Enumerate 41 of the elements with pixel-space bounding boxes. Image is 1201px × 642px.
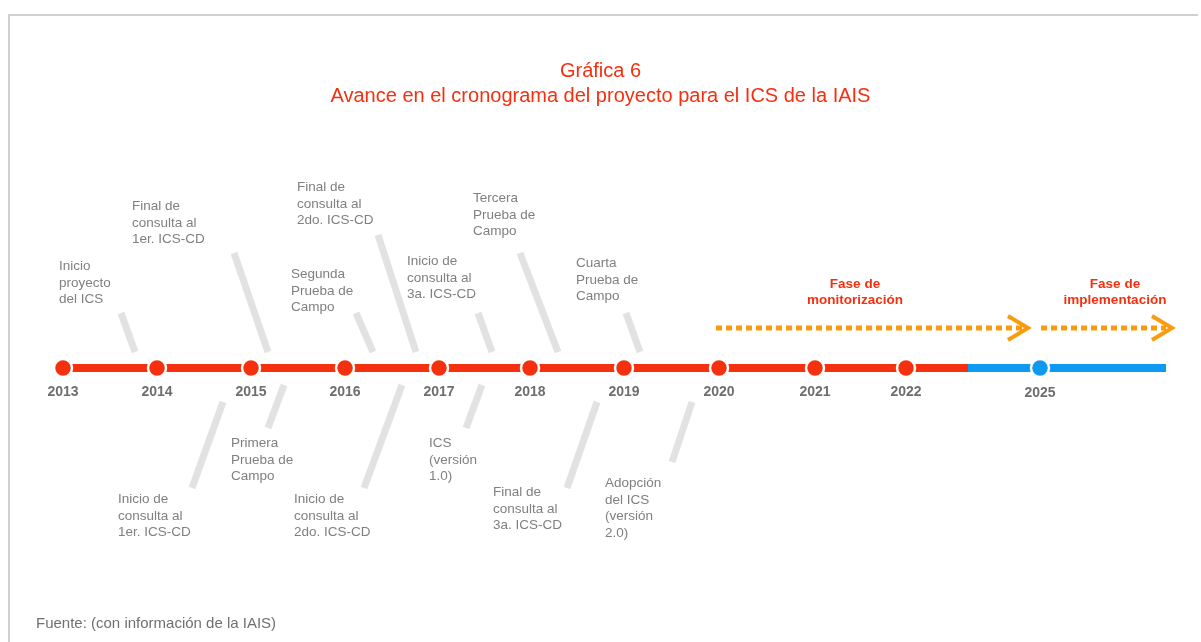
event-label: Inicio de consulta al 1er. ICS-CD (118, 491, 202, 541)
year-label: 2013 (46, 383, 80, 399)
year-label: 2017 (422, 383, 456, 399)
event-label: Tercera Prueba de Campo (473, 190, 553, 240)
phase-label: Fase de implementación (1062, 276, 1168, 308)
leader-line (374, 233, 420, 354)
event-label: Final de consulta al 1er. ICS-CD (132, 198, 216, 248)
event-label: Final de consulta al 3a. ICS-CD (493, 484, 575, 534)
year-label: 2022 (889, 383, 923, 399)
event-label: Inicio proyecto del ICS (59, 258, 117, 308)
event-label: Inicio de consulta al 3a. ICS-CD (407, 253, 489, 303)
leader-line (188, 400, 227, 490)
leader-line (352, 311, 377, 354)
leader-line (668, 400, 696, 464)
event-label: Cuarta Prueba de Campo (576, 255, 656, 305)
event-label: Primera Prueba de Campo (231, 435, 311, 485)
chart-title: Gráfica 6 Avance en el cronograma del proyecto para el ICS de la IAIS (329, 58, 872, 108)
leader-line (474, 311, 496, 354)
phase-label: Fase de monitorización (806, 276, 904, 308)
year-label: 2015 (234, 383, 268, 399)
leader-line (230, 251, 272, 354)
event-label: Adopción del ICS (versión 2.0) (605, 475, 677, 541)
event-label: ICS (versión 1.0) (429, 435, 499, 485)
source-note: Fuente: (con información de la IAIS) (36, 614, 277, 631)
leader-line (264, 383, 288, 430)
year-label: 2021 (798, 383, 832, 399)
year-label: 2019 (607, 383, 641, 399)
leader-line (563, 400, 601, 490)
leader-line (360, 383, 406, 490)
event-label: Segunda Prueba de Campo (291, 266, 371, 316)
year-label: 2025 (1023, 384, 1057, 400)
leader-line (117, 311, 139, 354)
year-label: 2016 (328, 383, 362, 399)
year-label: 2020 (702, 383, 736, 399)
leader-line (462, 383, 486, 430)
leader-line (516, 251, 562, 354)
leader-line (622, 311, 644, 354)
year-label: 2014 (140, 383, 174, 399)
event-label: Inicio de consulta al 2do. ICS-CD (294, 491, 378, 541)
event-label: Final de consulta al 2do. ICS-CD (297, 179, 381, 229)
year-label: 2018 (513, 383, 547, 399)
